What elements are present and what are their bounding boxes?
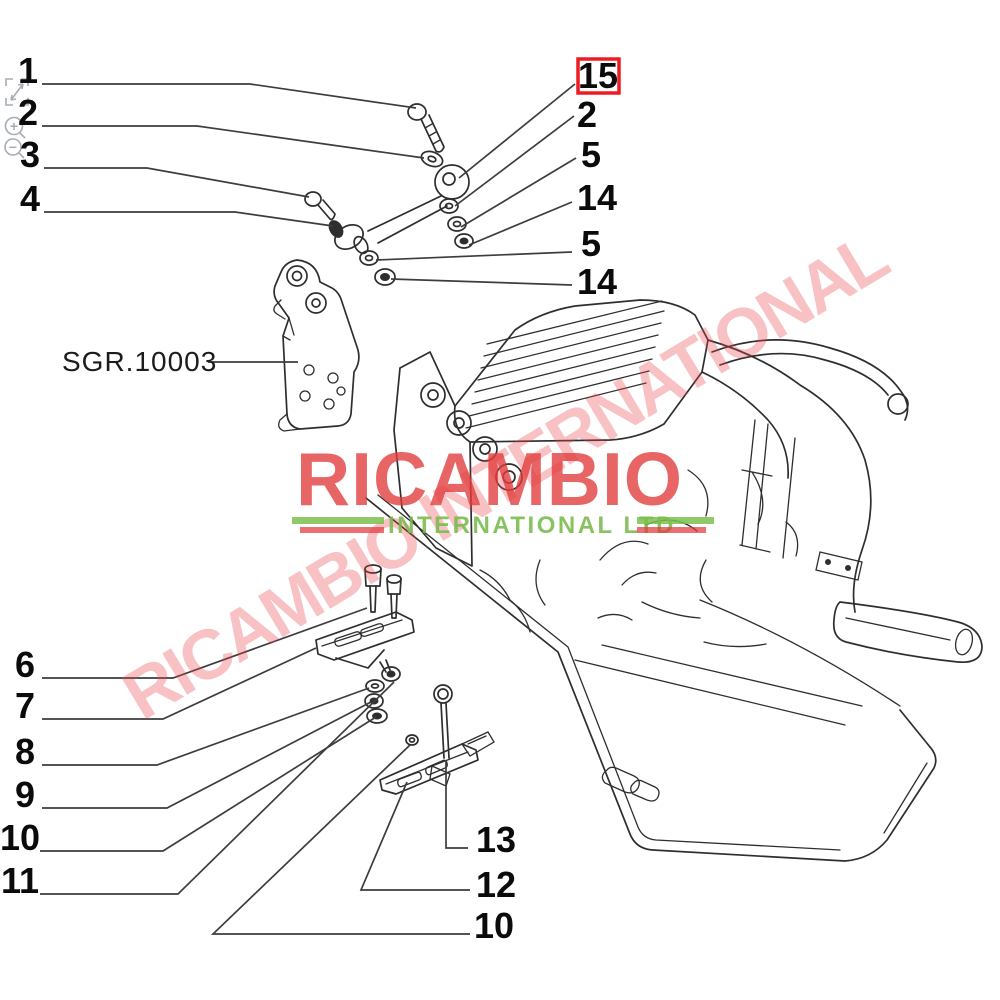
brand-subtitle-watermark: INTERNATIONAL LTD [388,512,676,539]
torque-rod-parts [304,103,474,286]
callout-10: 10 [0,817,40,858]
engine-assembly-drawing [365,299,983,862]
callout-2-right: 2 [577,94,597,135]
callout-15: 15 [578,55,618,96]
callout-14-lower: 14 [577,261,617,302]
zoom-out-icon[interactable]: − [4,138,25,159]
callout-14-right: 14 [577,177,617,218]
callout-3: 3 [20,134,40,175]
callout-11: 11 [1,860,39,901]
fit-view-icon[interactable] [5,78,29,106]
brand-rule-right-red [637,527,706,533]
callout-labels: 1 2 3 4 15 2 5 14 5 14 6 7 8 9 10 11 13 … [0,50,621,946]
callout-4: 4 [20,178,40,219]
lower-mount-parts [315,564,495,795]
callout-10-lower: 10 [474,905,514,946]
leader-lines [40,83,577,935]
callout-13: 13 [476,819,516,860]
brand-rule-left-red [300,527,384,533]
callout-1: 1 [18,50,38,91]
zoom-in-icon[interactable]: + [4,116,26,139]
callout-8: 8 [15,731,35,772]
zoom-out-symbol: − [9,139,17,155]
group-code-label: SGR.10003 [62,346,217,377]
zoom-in-symbol: + [10,118,18,134]
callout-15-highlight-box [576,57,621,95]
callout-9: 9 [15,774,35,815]
brand-rule-right-green [637,517,714,524]
callout-5-right: 5 [581,134,601,175]
callout-2: 2 [18,92,38,133]
callout-6: 6 [15,644,35,685]
callout-7: 7 [15,685,35,726]
callout-5-lower: 5 [581,223,601,264]
callout-12: 12 [476,864,516,905]
brand-watermark: RICAMBIO [296,437,684,521]
brand-rule-left-green [292,517,384,524]
mount-bracket-sgr [273,259,360,432]
